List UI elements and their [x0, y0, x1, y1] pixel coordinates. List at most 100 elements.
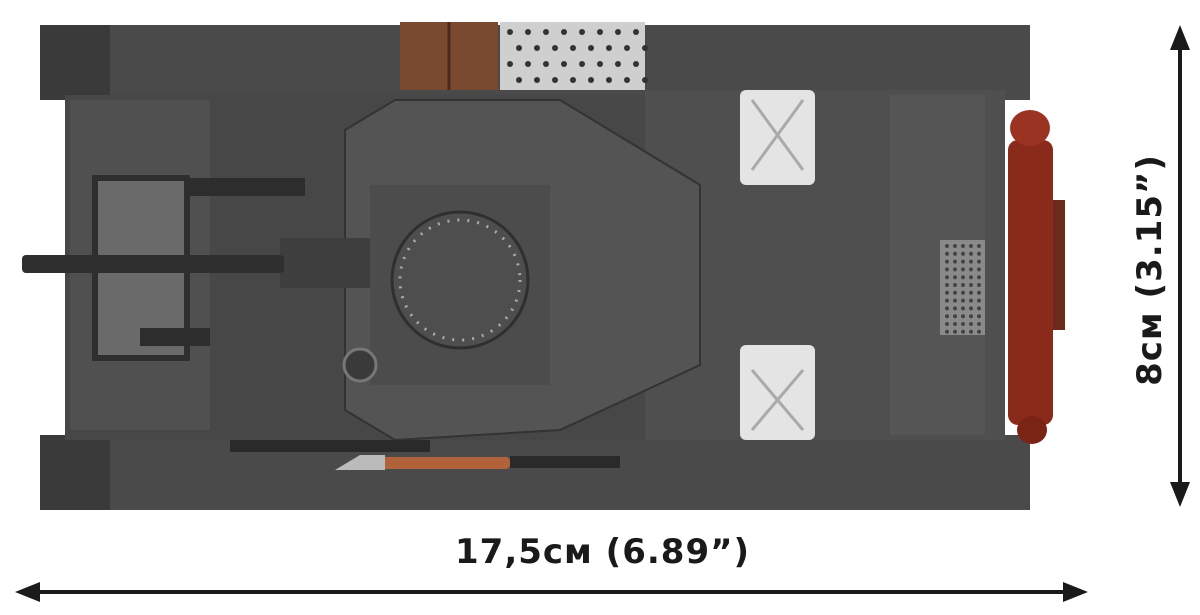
grille-hole — [953, 306, 957, 311]
grille-hole — [953, 298, 957, 303]
width-label: 8см (3.15”) — [1130, 154, 1170, 386]
plate-rivet — [570, 77, 576, 83]
grille-hole — [977, 314, 981, 319]
grille-hole — [977, 298, 981, 303]
grille-hole — [969, 298, 973, 303]
grille-hole — [961, 306, 965, 311]
plate-rivet — [615, 29, 621, 35]
grille-hole — [945, 290, 949, 295]
width-arrow — [1170, 25, 1190, 507]
plate-rivet — [525, 29, 531, 35]
grille-hole — [977, 306, 981, 311]
grille-hole — [945, 251, 949, 256]
plate-rivet — [561, 29, 567, 35]
grille-hole — [961, 244, 965, 248]
shovel — [360, 457, 510, 469]
plate-rivet — [579, 61, 585, 67]
grille-hole — [977, 267, 981, 272]
lower-mg — [140, 328, 210, 346]
plate-rivet — [534, 45, 540, 51]
grille-hole — [969, 329, 973, 334]
grille-hole — [961, 251, 965, 256]
grille-hole — [961, 329, 965, 334]
plate-rivet — [561, 61, 567, 67]
periscope — [342, 347, 378, 383]
grille-hole — [953, 259, 957, 264]
grille-hole — [953, 244, 957, 248]
grille-hole — [961, 314, 965, 319]
plate-rivet — [543, 29, 549, 35]
grille-hole — [945, 322, 949, 326]
length-arrow — [15, 582, 1088, 602]
plate-rivet — [534, 77, 540, 83]
plate-rivet — [606, 45, 612, 51]
plate-rivet — [525, 61, 531, 67]
grille-hole — [945, 244, 949, 248]
plate-rivet — [597, 61, 603, 67]
track-tool — [510, 456, 620, 468]
grille-hole — [969, 275, 973, 280]
plate-rivet — [516, 77, 522, 83]
grille-hole — [945, 306, 949, 311]
plate-rivet — [507, 29, 513, 35]
top-track-shade — [40, 25, 110, 100]
grille-hole — [953, 314, 957, 319]
plate-rivet — [642, 77, 648, 83]
grille-hole — [953, 329, 957, 334]
grille-hole — [977, 290, 981, 295]
plate-rivet — [579, 29, 585, 35]
grille-hole — [977, 322, 981, 326]
upper-mg — [185, 178, 305, 196]
grille-hole — [953, 275, 957, 280]
plate-rivet — [552, 45, 558, 51]
grille-hole — [953, 251, 957, 256]
grille-hole — [969, 251, 973, 256]
grille-hole — [945, 329, 949, 334]
grille-hole — [945, 314, 949, 319]
length-label: 17,5см (6.89”) — [455, 532, 750, 572]
plate-rivet — [633, 29, 639, 35]
grille-hole — [969, 283, 973, 287]
grille-hole — [961, 275, 965, 280]
jerrycan-bottom — [740, 345, 815, 440]
main-gun-barrel — [22, 255, 284, 273]
grille-hole — [961, 298, 965, 303]
grille-hole — [969, 259, 973, 264]
bottom-track — [40, 435, 1030, 510]
plate-rivet — [633, 61, 639, 67]
grille-hole — [977, 251, 981, 256]
plate-rivet — [570, 45, 576, 51]
plate-rivet — [606, 77, 612, 83]
grille-hole — [961, 283, 965, 287]
plate-rivet — [507, 61, 513, 67]
grille-hole — [969, 244, 973, 248]
plate-rivet — [624, 45, 630, 51]
plate-rivet — [597, 29, 603, 35]
grille-hole — [977, 259, 981, 264]
grille-hole — [945, 275, 949, 280]
grille-hole — [961, 259, 965, 264]
grille-hole — [977, 283, 981, 287]
commander-cupola — [390, 210, 530, 350]
plate-rivet — [516, 45, 522, 51]
grille-hole — [969, 306, 973, 311]
grille-hole — [977, 329, 981, 334]
gun-mantlet — [280, 238, 370, 288]
grille-hole — [969, 314, 973, 319]
grille-hole — [953, 267, 957, 272]
grille-hole — [961, 322, 965, 326]
grille-hole — [969, 322, 973, 326]
grille-hole — [953, 283, 957, 287]
grille-hole — [969, 290, 973, 295]
grille-hole — [969, 267, 973, 272]
grille-hole — [945, 298, 949, 303]
grille-hole — [945, 259, 949, 264]
engine-grille — [940, 240, 985, 335]
plate-rivet — [588, 45, 594, 51]
plate-rivet — [552, 77, 558, 83]
grille-hole — [961, 290, 965, 295]
plate-rivet — [615, 61, 621, 67]
grille-hole — [953, 290, 957, 295]
plate-rivet — [624, 77, 630, 83]
grille-hole — [977, 275, 981, 280]
